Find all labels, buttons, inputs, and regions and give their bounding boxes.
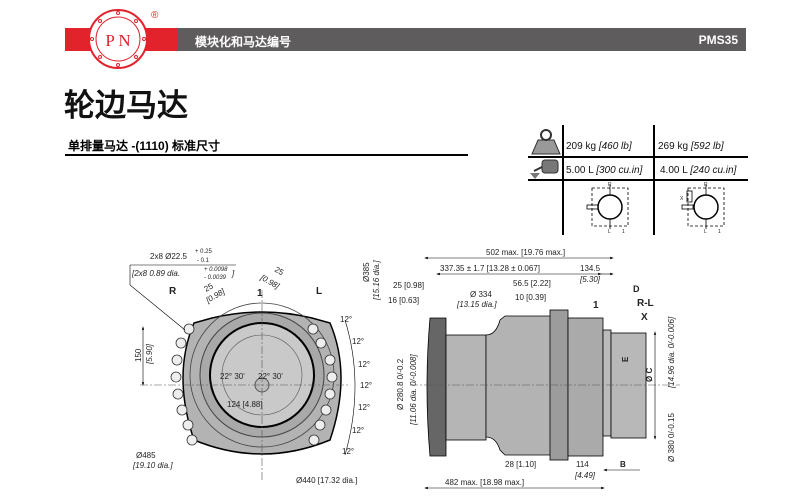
holes-in-tol-plus: + 0.0098 xyxy=(204,267,228,273)
holes-tol-minus: - 0.1 xyxy=(197,258,210,264)
divider xyxy=(65,154,468,156)
oil-can-icon xyxy=(530,159,559,179)
spec-table-grid: R L 1 R L 1 X xyxy=(528,125,748,235)
pn-logo: P N ® xyxy=(88,9,159,69)
length-25: 25 [0.98] xyxy=(393,281,424,290)
length-337: 337.35 ± 1.7 [13.28 ± 0.067] xyxy=(440,264,540,273)
angle-left: 22° 30' xyxy=(220,372,245,381)
port-label-1: 1 xyxy=(622,229,625,235)
dia-485-in: [19.10 dia.] xyxy=(132,461,173,470)
dim-25-right: 25 xyxy=(273,265,286,278)
port-diagram-1: R L 1 xyxy=(586,182,629,235)
dim-150-in: [5.90] xyxy=(145,343,154,365)
overall-length: 502 max. [19.76 max.] xyxy=(486,248,565,257)
dia-385-in: [15.16 dia.] xyxy=(372,260,381,301)
model-code: PMS35 xyxy=(698,33,738,47)
port-label-r: R xyxy=(704,182,708,188)
length-482: 482 max. [18.98 max.] xyxy=(445,478,524,487)
length-28: 28 [1.10] xyxy=(505,460,536,469)
label-1: 1 xyxy=(593,300,599,311)
port-label-x: X xyxy=(680,196,684,202)
registered-mark: ® xyxy=(151,10,159,21)
weight-1: 209 kg [460 lb] xyxy=(566,141,632,152)
length-134-in: [5.30] xyxy=(579,275,601,284)
angle-12: 12° xyxy=(342,447,354,456)
weight-2: 269 kg [592 lb] xyxy=(658,141,724,152)
label-e: E xyxy=(621,356,630,362)
oil-volume-2: 4.00 L [240 cu.in] xyxy=(660,165,737,176)
label-r-l: R-L xyxy=(637,298,654,309)
port-label-l: L xyxy=(608,229,611,235)
port-l-label: L xyxy=(316,286,322,297)
length-114: 114 xyxy=(576,460,589,469)
dia-380-in: [14.96 dia. 0/-0.006] xyxy=(667,316,676,389)
weight-icon xyxy=(531,129,561,155)
label-d: D xyxy=(633,284,640,294)
dia-334-in: [13.15 dia.] xyxy=(456,300,497,309)
angle-12: 12° xyxy=(358,360,370,369)
length-10: 10 [0.39] xyxy=(515,293,546,302)
radius-dim: 124 [4.88] xyxy=(227,400,263,409)
holes-dim: 2x8 Ø22.5 xyxy=(150,252,187,261)
angle-right: 22° 30' xyxy=(258,372,283,381)
dia-334: Ø 334 xyxy=(470,290,492,299)
angle-12: 12° xyxy=(360,381,372,390)
angle-12: 12° xyxy=(352,337,364,346)
dia-440: Ø440 [17.32 dia.] xyxy=(296,476,357,485)
port-1-label: 1 xyxy=(257,288,263,299)
holes-dim-in: [2x8 0.89 dia. xyxy=(131,269,180,278)
port-label-l: L xyxy=(704,229,707,235)
angle-12: 12° xyxy=(352,426,364,435)
dia-485: Ø485 xyxy=(136,451,156,460)
holes-tol-plus: + 0.25 xyxy=(195,249,213,255)
dim-150: 150 xyxy=(134,348,143,362)
holes-in-tol-minus: - 0.0039 xyxy=(204,275,227,281)
holes-in-close: ] xyxy=(231,269,235,278)
port-diagram-2: R L 1 X xyxy=(680,182,725,235)
label-x: X xyxy=(641,312,648,323)
port-r-label: R xyxy=(169,286,177,297)
length-114-in: [4.49] xyxy=(574,471,596,480)
oil-volume-1: 5.00 L [300 cu.in] xyxy=(566,165,643,176)
side-view xyxy=(410,256,680,490)
label-c: Ø C xyxy=(645,368,654,382)
logo-text: P N xyxy=(105,31,130,50)
dia-280: Ø 280.8 0/-0.2 xyxy=(396,358,405,410)
dia-380: Ø 380 0/-0.15 xyxy=(667,413,676,462)
section-title: 模块化和马达编号 xyxy=(195,35,292,49)
page-title: 轮边马达 xyxy=(64,88,188,123)
front-view xyxy=(129,264,356,480)
length-134: 134.5 xyxy=(580,264,601,273)
length-56: 56.5 [2.22] xyxy=(513,279,551,288)
section-subtitle: 单排量马达 -(1110) 标准尺寸 xyxy=(68,139,221,153)
length-16: 16 [0.63] xyxy=(388,296,419,305)
dia-385: Ø385 xyxy=(362,262,371,282)
angle-12: 12° xyxy=(358,403,370,412)
label-b: B xyxy=(620,460,626,469)
port-label-1: 1 xyxy=(718,229,721,235)
dia-280-in: [11.06 dia. 0/-0.008] xyxy=(409,354,418,426)
port-label-r: R xyxy=(608,182,612,188)
angle-12: 12° xyxy=(340,315,352,324)
header-bar: 模块化和马达编号 PMS35 xyxy=(177,28,746,51)
